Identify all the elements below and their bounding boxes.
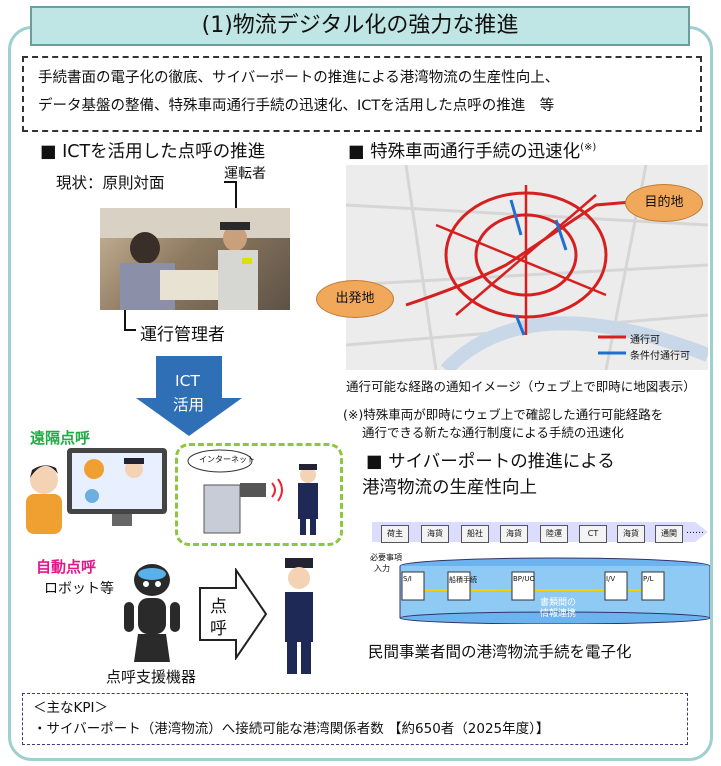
flow-step-5: 陸運 xyxy=(540,525,568,543)
special-vehicle-note-mark: (※) xyxy=(580,142,597,154)
flow-step-4: 海貨 xyxy=(500,525,528,543)
flow-step-1: 荷主 xyxy=(381,525,409,543)
doc-2: 船積手続 xyxy=(449,576,477,584)
ict-arrow xyxy=(136,356,242,436)
hub-label-2: 情報連携 xyxy=(540,609,577,619)
arrow-text-use: 活用 xyxy=(173,396,205,414)
current-state-label: 現状：原則対面 xyxy=(56,174,165,192)
flow-step-3: 船社 xyxy=(461,525,489,543)
tenko-arrow xyxy=(199,568,268,660)
cyberport-heading-2: 港湾物流の生産性向上 xyxy=(362,478,537,498)
driver-icon xyxy=(285,558,313,674)
roll-call-photo xyxy=(100,208,290,310)
map-caption: 通行可能な経路の通知イメージ（ウェブ上で即時に地図表示） xyxy=(346,379,696,394)
tenko-char-2: 呼 xyxy=(210,619,227,639)
kpi-text: ・サイバーポート（港湾物流）へ接続可能な港湾関係者数 【約650者（2025年度… xyxy=(33,721,550,737)
tenko-char-1: 点 xyxy=(210,597,227,617)
summary-line-1: 手続書面の電子化の徹底、サイバーポートの推進による港湾物流の生産性向上、 xyxy=(38,70,560,86)
special-vehicle-heading: ■ 特殊車両通行手続の迅速化(※) xyxy=(348,138,596,163)
page-title: (1)物流デジタル化の強力な推進 xyxy=(30,6,690,46)
remote-equipment xyxy=(187,449,318,535)
cyberport-heading-1: ■ サイバーポートの推進による xyxy=(366,452,615,472)
driver-label: 運転者 xyxy=(224,166,266,182)
auto-tenko-label: 自動点呼 xyxy=(36,558,97,576)
doc-4: I/V xyxy=(606,575,616,583)
remote-tenko-box xyxy=(175,443,343,546)
manager-label: 運行管理者 xyxy=(140,325,225,345)
arrow-text-ict: ICT xyxy=(175,372,200,390)
internet-label: インターネット xyxy=(199,455,255,464)
callout-lines xyxy=(124,181,237,331)
input-label-1: 必要事項 xyxy=(370,553,402,562)
special-vehicle-heading-text: ■ 特殊車両通行手続の迅速化 xyxy=(348,142,581,162)
robot-label: ロボット等 xyxy=(44,581,114,597)
destination-badge: 目的地 xyxy=(625,184,703,222)
input-label-2: 入力 xyxy=(374,564,390,573)
kpi-heading: ＜主なKPI＞ xyxy=(33,700,108,716)
kpi-box: ＜主なKPI＞ ・サイバーポート（港湾物流）へ接続可能な港湾関係者数 【約650… xyxy=(22,693,688,745)
note-line-2: 通行できる新たな通行制度による手続の迅速化 xyxy=(362,425,624,440)
operator-at-monitor xyxy=(26,448,167,534)
flow-step-2: 海貨 xyxy=(421,525,449,543)
flow-step-6: CT xyxy=(579,525,607,543)
legend-conditional: 条件付通行可 xyxy=(630,351,690,362)
device-label: 点呼支援機器 xyxy=(106,668,197,686)
robot-icon xyxy=(124,564,180,662)
summary-line-2: データ基盤の整備、特殊車両通行手続の迅速化、ICTを活用した点呼の推進 等 xyxy=(38,98,555,114)
remote-tenko-label: 遠隔点呼 xyxy=(30,429,91,447)
hub-label-1: 書類間の xyxy=(540,598,577,608)
doc-3: BP/UO xyxy=(513,575,536,583)
flow-end: …… xyxy=(686,526,704,536)
doc-5: P/L xyxy=(643,575,654,583)
flow-step-7: 海貨 xyxy=(617,525,645,543)
summary-box: 手続書面の電子化の徹底、サイバーポートの推進による港湾物流の生産性向上、 データ… xyxy=(22,56,702,132)
doc-1: S/I xyxy=(403,575,412,583)
ict-heading: ■ ICTを活用した点呼の推進 xyxy=(40,142,266,162)
note-line-1: (※)特殊車両が即時にウェブ上で確認した通行可能経路を xyxy=(343,407,664,422)
legend-pass: 通行可 xyxy=(630,335,660,346)
origin-badge: 出発地 xyxy=(316,280,394,318)
cyberport-caption: 民間事業者間の港湾物流手続を電子化 xyxy=(368,643,632,661)
flow-step-8: 通関 xyxy=(655,525,683,543)
